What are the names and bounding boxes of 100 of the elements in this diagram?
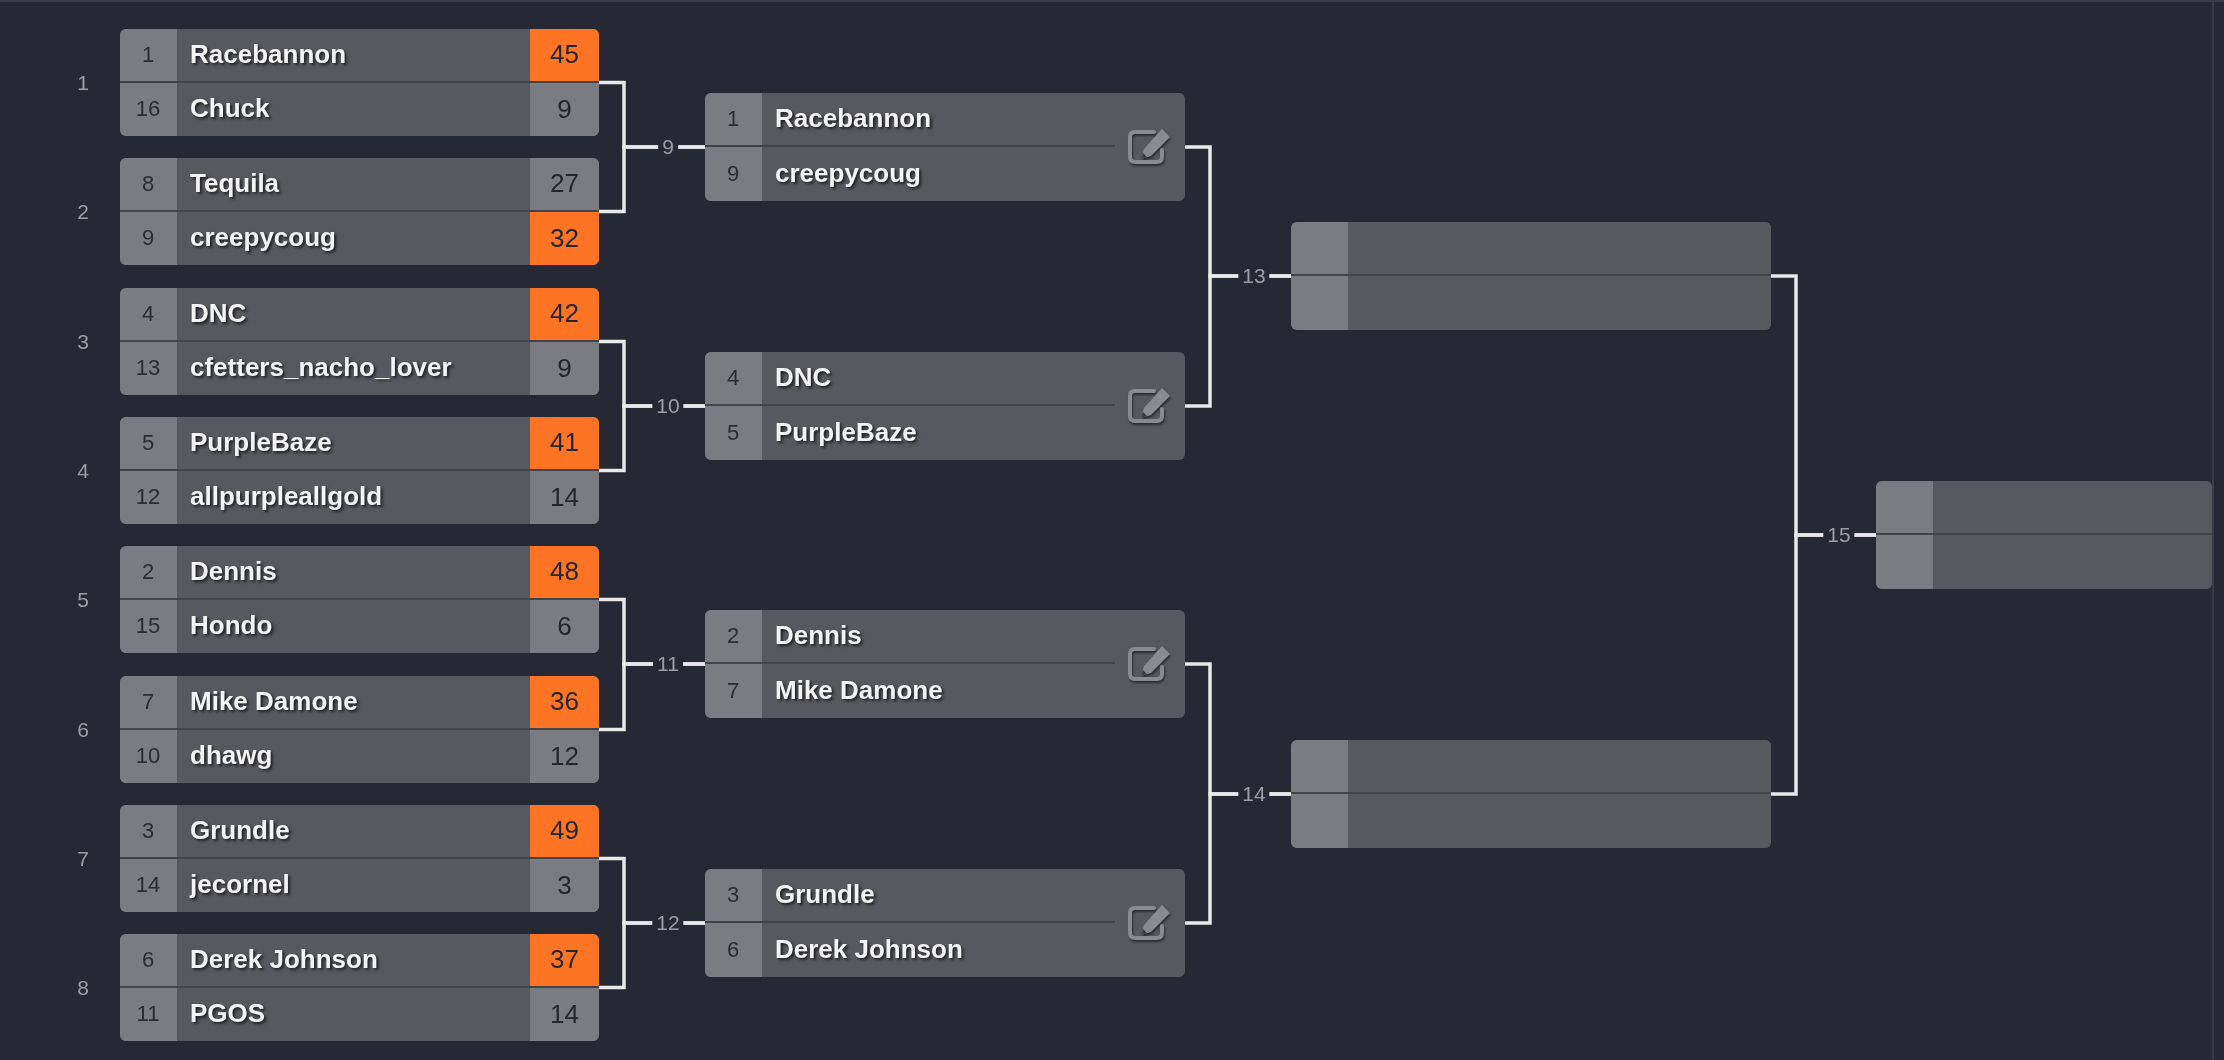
seed-number: 13 bbox=[135, 355, 161, 381]
match-card bbox=[120, 158, 599, 265]
seed-number: 14 bbox=[135, 872, 161, 898]
seed-number: 11 bbox=[136, 1001, 160, 1027]
empty-team-row bbox=[1876, 535, 2212, 589]
seed-number: 2 bbox=[726, 623, 740, 649]
seed-number: 10 bbox=[135, 743, 161, 769]
player-name: Dennis bbox=[190, 556, 277, 588]
match-card bbox=[120, 417, 599, 524]
empty-team-row bbox=[1291, 222, 1771, 276]
player-name: cfetters_nacho_lover bbox=[190, 352, 452, 384]
empty-team-row bbox=[1291, 794, 1771, 848]
match-card bbox=[120, 676, 599, 783]
seed-number: 9 bbox=[726, 161, 740, 187]
team-row bbox=[120, 211, 599, 265]
seed-number: 1 bbox=[726, 106, 740, 132]
score: 12 bbox=[530, 729, 599, 783]
match-card bbox=[1876, 481, 2212, 589]
team-row bbox=[120, 858, 599, 912]
team-row bbox=[120, 805, 599, 859]
score: 37 bbox=[530, 934, 599, 986]
score: 32 bbox=[530, 211, 599, 265]
score: 6 bbox=[530, 599, 599, 653]
seed-number: 4 bbox=[141, 301, 155, 327]
score: 14 bbox=[530, 987, 599, 1041]
player-name: PGOS bbox=[190, 998, 266, 1030]
player-name: Tequila bbox=[190, 168, 280, 200]
seed-number: 4 bbox=[726, 365, 740, 391]
team-row bbox=[120, 934, 599, 988]
seed-number: 1 bbox=[141, 42, 155, 68]
player-name: Mike Damone bbox=[190, 686, 358, 718]
score: 9 bbox=[530, 82, 599, 136]
player-name: DNC bbox=[775, 362, 832, 394]
match-card bbox=[120, 934, 599, 1041]
team-row bbox=[705, 352, 1115, 406]
team-row bbox=[120, 417, 599, 471]
match-card bbox=[120, 29, 599, 136]
team-row bbox=[120, 599, 599, 653]
match-card bbox=[705, 352, 1185, 460]
player-name: creepycoug bbox=[190, 222, 336, 254]
player-name: Hondo bbox=[190, 610, 273, 642]
team-row bbox=[705, 93, 1115, 147]
seed-number: 12 bbox=[135, 484, 161, 510]
seed-number: 7 bbox=[726, 678, 740, 704]
match-card bbox=[120, 805, 599, 912]
seed-number: 6 bbox=[141, 947, 155, 973]
seed-number: 8 bbox=[141, 171, 155, 197]
player-name: PurpleBaze bbox=[775, 417, 917, 449]
match-card bbox=[705, 93, 1185, 201]
match-card bbox=[1291, 222, 1771, 330]
seed-number: 6 bbox=[726, 937, 740, 963]
player-name: Grundle bbox=[775, 879, 875, 911]
score: 3 bbox=[530, 858, 599, 912]
team-row bbox=[120, 546, 599, 600]
player-name: Grundle bbox=[190, 815, 290, 847]
empty-team-row bbox=[1291, 740, 1771, 794]
bracket-line bbox=[1771, 533, 1876, 796]
team-row bbox=[120, 288, 599, 342]
match-card bbox=[705, 869, 1185, 977]
match-card bbox=[120, 288, 599, 395]
team-row bbox=[120, 82, 599, 136]
player-name: Derek Johnson bbox=[775, 934, 963, 966]
player-name: allpurpleallgold bbox=[190, 481, 383, 513]
player-name: Dennis bbox=[775, 620, 862, 652]
team-row bbox=[120, 729, 599, 783]
match-card bbox=[1291, 740, 1771, 848]
seed-number: 3 bbox=[141, 818, 155, 844]
score: 27 bbox=[530, 158, 599, 210]
seed-number: 9 bbox=[141, 225, 155, 251]
seed-number: 3 bbox=[726, 882, 740, 908]
match-card bbox=[705, 610, 1185, 718]
team-row bbox=[120, 341, 599, 395]
seed-number: 15 bbox=[135, 613, 161, 639]
score: 41 bbox=[530, 417, 599, 469]
team-row bbox=[120, 987, 599, 1041]
team-row bbox=[120, 158, 599, 212]
seed-number: 5 bbox=[141, 430, 155, 456]
player-name: Racebannon bbox=[190, 39, 347, 71]
score: 36 bbox=[530, 676, 599, 728]
player-name: dhawg bbox=[190, 740, 273, 772]
seed-number: 16 bbox=[135, 96, 161, 122]
player-name: Chuck bbox=[190, 93, 270, 125]
team-row bbox=[120, 29, 599, 83]
team-row bbox=[705, 610, 1115, 664]
empty-team-row bbox=[1876, 481, 2212, 535]
team-row bbox=[120, 676, 599, 730]
empty-team-row bbox=[1291, 276, 1771, 330]
bracket-line bbox=[599, 145, 705, 214]
bracket-line bbox=[1185, 792, 1291, 925]
seed-number: 5 bbox=[726, 420, 740, 446]
score: 48 bbox=[530, 546, 599, 598]
score: 14 bbox=[530, 470, 599, 524]
bracket-line bbox=[1185, 274, 1291, 408]
player-name: jecornel bbox=[190, 869, 290, 901]
score: 42 bbox=[530, 288, 599, 340]
score: 9 bbox=[530, 341, 599, 395]
player-name: creepycoug bbox=[775, 158, 921, 190]
player-name: Derek Johnson bbox=[190, 944, 378, 976]
player-name: Mike Damone bbox=[775, 675, 943, 707]
player-name: Racebannon bbox=[775, 103, 932, 135]
